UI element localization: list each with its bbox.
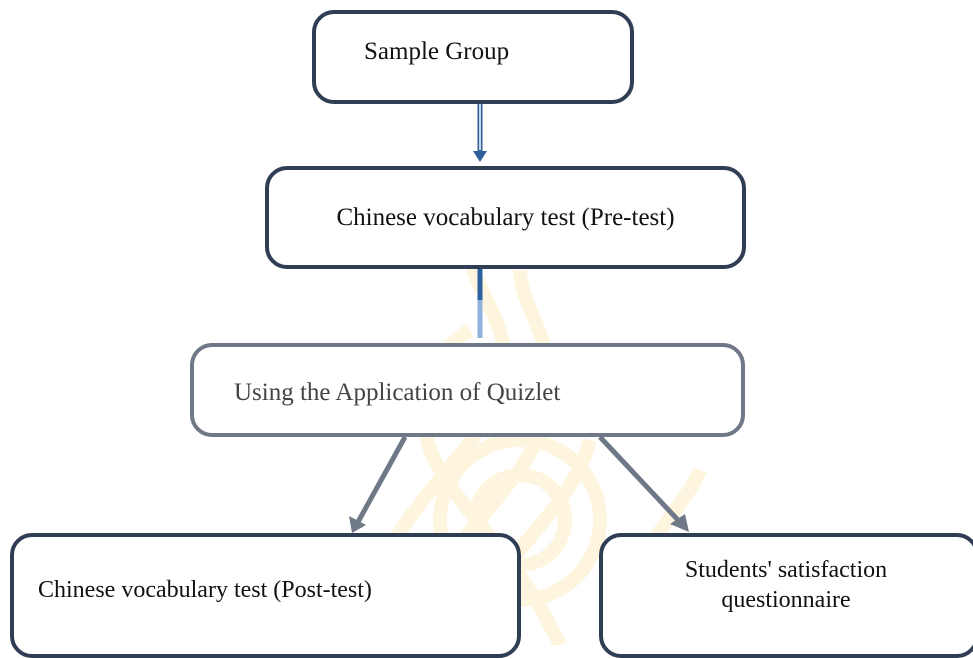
node-satisfaction: Students' satisfaction questionnaire: [599, 533, 973, 658]
node-posttest: Chinese vocabulary test (Post-test): [10, 533, 521, 658]
node-pretest-label: Chinese vocabulary test (Pre-test): [336, 203, 675, 231]
arrow-sample-to-pretest: [473, 104, 487, 162]
node-posttest-label: Chinese vocabulary test (Post-test): [38, 577, 372, 603]
node-pretest: Chinese vocabulary test (Pre-test): [265, 166, 746, 269]
arrow-quizlet-to-posttest: [349, 435, 408, 533]
node-quizlet: Using the Application of Quizlet: [190, 343, 745, 437]
node-sample-group-label: Sample Group: [364, 38, 510, 65]
arrow-quizlet-to-satisfaction: [598, 435, 689, 532]
node-sample-group: Sample Group: [312, 10, 634, 104]
node-quizlet-label: Using the Application of Quizlet: [234, 379, 561, 406]
node-satisfaction-label: Students' satisfaction questionnaire: [684, 557, 888, 613]
